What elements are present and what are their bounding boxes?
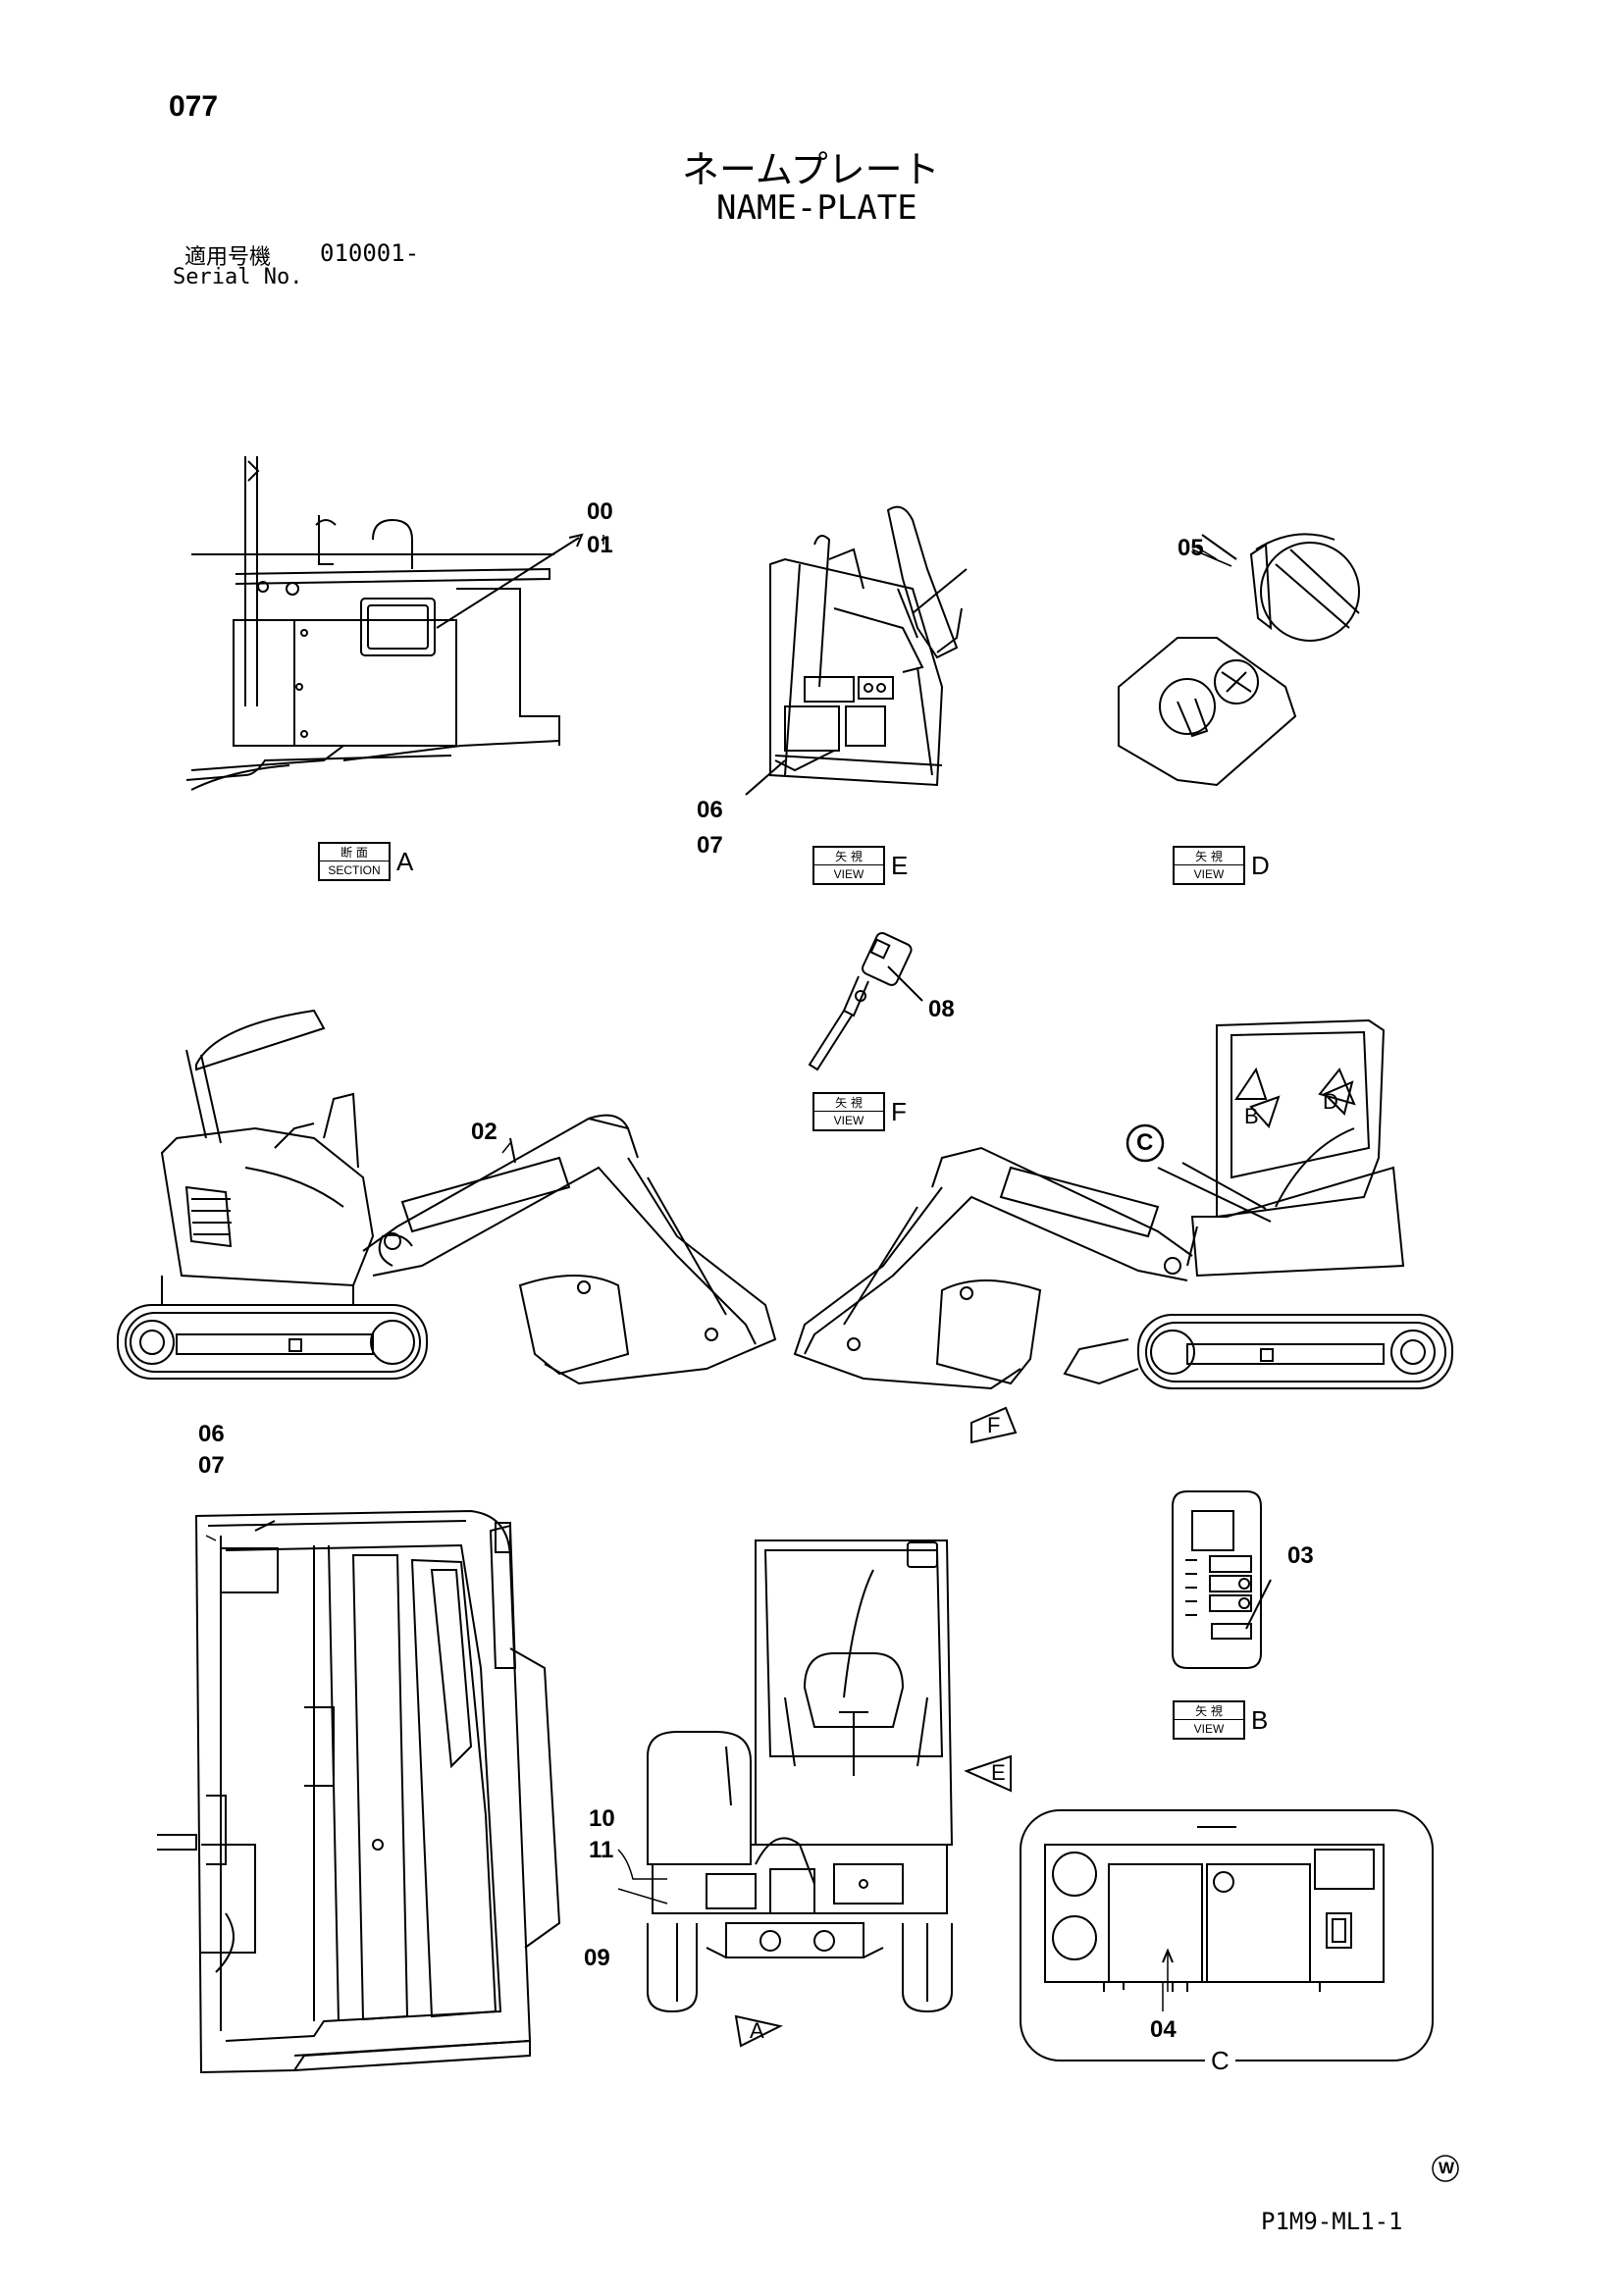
view-d-tag-box: 矢 視 VIEW (1173, 846, 1245, 885)
drawing-code: P1M9-ML1-1 (1261, 2208, 1403, 2235)
view-f-drawing (808, 932, 923, 1071)
callout-11: 11 (589, 1837, 614, 1863)
marker-c: C (1136, 1129, 1154, 1156)
callout-07-view-e: 07 (697, 832, 723, 859)
callout-07-cab: 07 (198, 1452, 225, 1479)
callout-01: 01 (587, 532, 613, 558)
marker-b: B (1244, 1104, 1259, 1128)
section-a-drawing (185, 456, 584, 791)
callout-06-view-e: 06 (697, 797, 723, 823)
callout-05: 05 (1178, 535, 1204, 561)
section-a-tag-jp: 断 面 (320, 845, 389, 861)
excavator-left-view (117, 1009, 777, 1385)
view-b-tag-jp: 矢 視 (1175, 1703, 1243, 1720)
callout-00: 00 (587, 498, 613, 525)
marker-a: A (750, 2018, 764, 2043)
view-f-tag-letter: F (891, 1096, 907, 1126)
view-d-tag: 矢 視 VIEW D (1173, 846, 1270, 885)
leader-lines (205, 535, 1232, 2011)
view-e-tag-letter: E (891, 850, 909, 880)
excavator-right-view (793, 1018, 1453, 1390)
section-a-tag-box: 断 面 SECTION (318, 842, 391, 881)
callout-04: 04 (1150, 2016, 1177, 2043)
detail-c-drawing (1020, 1809, 1434, 2061)
view-f-tag-en: VIEW (833, 1113, 864, 1127)
view-d-tag-jp: 矢 視 (1175, 849, 1243, 865)
serial-value: 010001- (320, 239, 420, 267)
page-number: 077 (169, 90, 219, 123)
view-e-tag-en: VIEW (833, 866, 864, 881)
view-e-tag-jp: 矢 視 (814, 849, 883, 865)
callout-08: 08 (928, 996, 955, 1022)
callout-03: 03 (1287, 1542, 1314, 1569)
view-b-tag-box: 矢 視 VIEW (1173, 1700, 1245, 1740)
title-english: NAME-PLATE (716, 188, 917, 228)
marker-f: F (987, 1413, 1001, 1437)
view-b-tag-en: VIEW (1193, 1721, 1225, 1736)
view-b-tag: 矢 視 VIEW B (1173, 1700, 1268, 1740)
serial-label-japanese: 適用号機 (184, 245, 272, 270)
view-f-tag-jp: 矢 視 (814, 1095, 883, 1112)
callout-02: 02 (471, 1119, 497, 1145)
excavator-rear-view (647, 1539, 954, 2013)
cab-drawing (157, 1509, 561, 2074)
section-a-tag-letter: A (396, 846, 414, 876)
view-e-tag-box: 矢 視 VIEW (812, 846, 885, 885)
section-a-tag: 断 面 SECTION A (318, 842, 413, 881)
logo-mark: W (1439, 2159, 1455, 2177)
callout-10: 10 (589, 1805, 615, 1832)
view-e-tag: 矢 視 VIEW E (812, 846, 908, 885)
view-e-drawing (745, 505, 968, 796)
view-f-tag: 矢 視 VIEW F (812, 1092, 907, 1131)
marker-e: E (991, 1760, 1006, 1785)
section-a-tag-en: SECTION (328, 862, 381, 877)
view-f-tag-box: 矢 視 VIEW (812, 1092, 885, 1131)
view-d-tag-letter: D (1251, 850, 1270, 880)
view-b-tag-letter: B (1251, 1704, 1269, 1735)
callout-06-cab: 06 (198, 1421, 225, 1447)
callout-09: 09 (584, 1945, 610, 1971)
view-arrow-markers (734, 1067, 1356, 2048)
marker-d: D (1323, 1089, 1338, 1114)
title-japanese: ネームプレート (682, 148, 940, 191)
view-d-tag-en: VIEW (1193, 866, 1225, 881)
serial-label-english: Serial No. (173, 265, 303, 289)
detail-c-label: C (1205, 2046, 1235, 2076)
view-d-drawing (1118, 533, 1360, 787)
view-b-drawing (1172, 1490, 1272, 1669)
